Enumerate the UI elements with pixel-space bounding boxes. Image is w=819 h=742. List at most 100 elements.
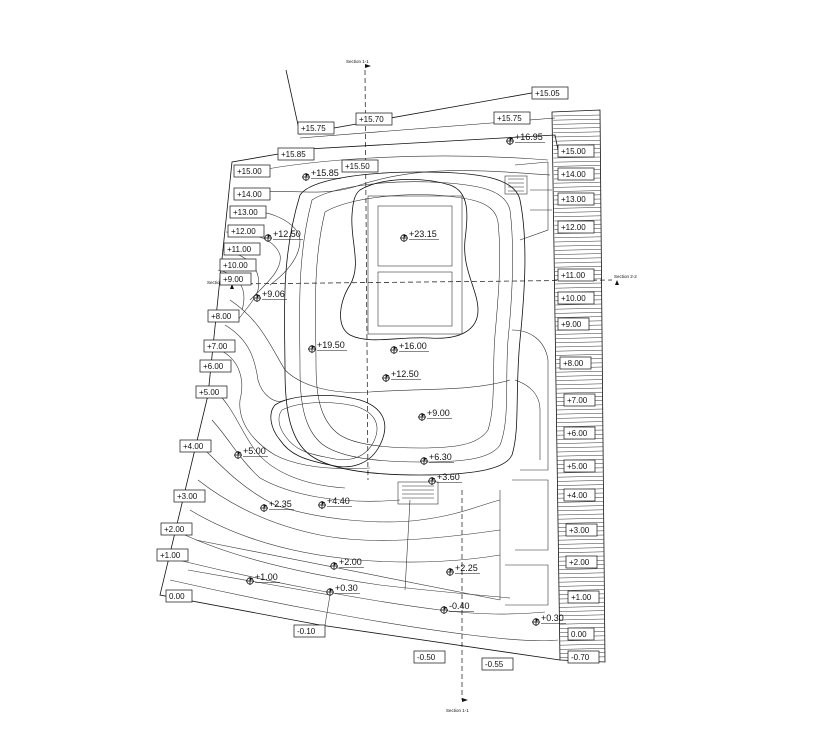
spot-elevation: +0.30 xyxy=(532,613,566,626)
level-box-frame xyxy=(160,522,193,536)
section-arrow-right xyxy=(615,280,619,285)
stair-tread xyxy=(554,215,601,218)
level-box-frame xyxy=(557,317,590,331)
spot-quadrant-icon xyxy=(322,502,325,505)
level-box-frame xyxy=(559,356,592,370)
central-hill xyxy=(270,171,526,476)
stair-tread xyxy=(556,408,603,411)
level-box-label: +3.00 xyxy=(177,492,198,501)
level-box: +15.00 xyxy=(557,144,595,158)
level-box: +9.00 xyxy=(219,272,252,286)
level-box-label: +13.00 xyxy=(233,208,258,217)
level-box-label: +15.75 xyxy=(497,114,522,123)
level-box-label: -0.55 xyxy=(485,660,504,669)
level-box-label: +13.00 xyxy=(561,195,586,204)
stair-tread xyxy=(554,253,602,255)
level-box: +2.00 xyxy=(565,555,598,569)
stair-tread xyxy=(554,240,602,243)
spot-elevation: +12.50 xyxy=(264,229,303,242)
level-box-label: +3.00 xyxy=(569,526,590,535)
level-box-frame xyxy=(413,650,446,664)
level-box: +9.00 xyxy=(557,317,590,331)
spot-quadrant-icon xyxy=(257,295,260,298)
level-box: +14.00 xyxy=(557,167,595,181)
stair-tread xyxy=(558,580,605,583)
level-box-frame xyxy=(203,339,236,353)
stair-tread xyxy=(557,454,604,457)
level-box-frame xyxy=(341,159,379,173)
section-label-right: Section 2-2 xyxy=(614,274,637,279)
level-box-frame xyxy=(199,359,232,373)
stair-tread xyxy=(553,127,601,129)
hill-inner-ring xyxy=(315,194,500,449)
level-box-frame xyxy=(229,205,267,219)
spot-quadrant-icon xyxy=(444,607,447,610)
level-box: +5.00 xyxy=(563,459,596,473)
east-terraces xyxy=(397,161,552,606)
pond-outer xyxy=(270,395,386,468)
level-box-frame xyxy=(195,385,228,399)
level-box-frame xyxy=(355,112,393,126)
level-box-label: +10.00 xyxy=(223,261,248,270)
stair-tread xyxy=(553,114,601,117)
stair-tread xyxy=(557,446,604,449)
stair-tread xyxy=(554,207,601,209)
level-box-label: +9.00 xyxy=(561,320,582,329)
level-box-label: +12.00 xyxy=(231,227,256,236)
level-box-label: +4.00 xyxy=(567,491,588,500)
section-label-left: Section 2-2 xyxy=(207,280,230,285)
level-box: +6.00 xyxy=(199,359,232,373)
section-arrow-bottom xyxy=(462,698,468,702)
stair-tread xyxy=(554,190,601,192)
spot-elevation: +3.60 xyxy=(428,472,462,485)
stair-tread xyxy=(555,316,602,318)
level-box-frame xyxy=(557,144,595,158)
spot-elevation: +5.00 xyxy=(234,446,268,459)
level-box: -0.50 xyxy=(413,650,446,664)
section-label-bottom: Section 1-1 xyxy=(446,708,469,713)
level-box: +14.00 xyxy=(233,187,271,201)
north-stair xyxy=(504,175,528,195)
level-box-label: +12.00 xyxy=(561,223,586,232)
stair-tread xyxy=(558,551,605,554)
level-box-frame xyxy=(293,624,326,638)
summit-platform-bottom xyxy=(377,271,453,327)
level-box: +15.00 xyxy=(233,164,271,178)
stair-tread xyxy=(553,186,601,188)
spot-elevation-label: +6.30 xyxy=(429,452,452,462)
stair-tread xyxy=(556,349,603,352)
stair-tread xyxy=(555,341,603,344)
spot-quadrant-icon xyxy=(424,458,427,461)
stair-tread xyxy=(556,375,603,377)
level-box-frame xyxy=(173,489,206,503)
level-box-frame xyxy=(233,187,271,201)
section-arrow-left xyxy=(230,284,234,289)
stair-tread xyxy=(554,261,602,264)
level-box: +11.00 xyxy=(557,268,595,282)
stair-tread xyxy=(556,387,603,390)
stair-tread xyxy=(553,139,601,142)
level-box: +10.00 xyxy=(557,291,595,305)
stair-tread xyxy=(554,244,602,247)
spot-quadrant-icon xyxy=(394,347,397,350)
level-box-frame xyxy=(567,650,600,664)
level-box: +10.00 xyxy=(219,258,257,272)
level-box: +6.00 xyxy=(563,426,596,440)
stair-tread xyxy=(556,412,603,415)
section-1-1-axis-top xyxy=(364,69,369,481)
level-box-frame xyxy=(493,111,531,125)
stair-outline xyxy=(551,109,606,663)
spot-quadrant-icon xyxy=(330,589,333,592)
level-box: +15.50 xyxy=(341,159,379,173)
level-box: +13.00 xyxy=(229,205,267,219)
spot-quadrant-icon xyxy=(250,578,253,581)
level-box-frame xyxy=(277,147,315,161)
level-box-frame xyxy=(233,164,271,178)
spot-elevation: +1.00 xyxy=(246,572,280,585)
level-box: -0.55 xyxy=(481,657,514,671)
level-box: +5.00 xyxy=(195,385,228,399)
spot-elevation-label: +12.50 xyxy=(273,229,301,239)
section-axes: Section 1-1 Section 1-1 Section 2-2 Sect… xyxy=(207,59,637,713)
level-box-label: 0.00 xyxy=(169,592,185,601)
stair-tread xyxy=(553,135,601,138)
